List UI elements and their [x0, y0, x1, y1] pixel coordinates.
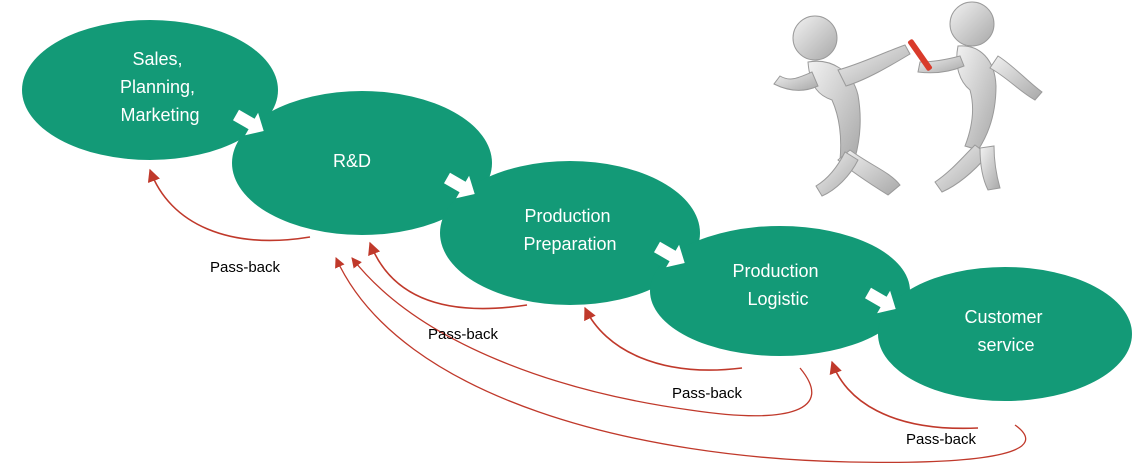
relay-baton-icon [908, 39, 932, 71]
stage-ellipse [440, 161, 700, 305]
passback-curve-logistic-to-rd-long [351, 257, 813, 417]
passback-label: Pass-back [428, 326, 499, 343]
runner-left-figure [773, 15, 911, 197]
stage-label-line: Sales, [132, 49, 182, 69]
passback-labels: Pass-back Pass-back Pass-back Pass-back [210, 259, 977, 448]
stage-ellipse [232, 91, 492, 235]
stage-ellipse [22, 20, 278, 160]
stage-label-line: Marketing [120, 105, 199, 125]
svg-text:R&D: R&D [333, 151, 371, 171]
stage-label-line: Production [732, 261, 818, 281]
forward-arrow-icon [654, 241, 685, 268]
forward-arrows [233, 109, 896, 314]
passback-curves [147, 168, 1027, 464]
stage-sales-planning-marketing: Sales, Planning, Marketing [22, 20, 278, 160]
svg-text:Customer service: Customer service [964, 307, 1047, 355]
forward-arrow-icon [233, 109, 264, 136]
stage-production-preparation: Production Preparation [440, 161, 700, 305]
passback-label: Pass-back [906, 431, 977, 448]
stage-label-line: service [977, 335, 1034, 355]
passback-label: Pass-back [672, 385, 743, 402]
stage-label-line: Planning, [120, 77, 195, 97]
passback-curve-service-to-rd-long [335, 257, 1027, 464]
svg-text:Production Preparation: Production Preparation [523, 206, 616, 254]
stage-ellipse [650, 226, 910, 356]
stage-label-line: R&D [333, 151, 371, 171]
stage-label-line: Preparation [523, 234, 616, 254]
stage-label-line: Customer [964, 307, 1042, 327]
stage-customer-service: Customer service [878, 267, 1132, 401]
stage-label-line: Production [524, 206, 610, 226]
passback-curve-rd-to-sales [147, 168, 311, 242]
svg-text:Sales, Planning, M: Sales, Planning, Marketing [120, 49, 200, 125]
passback-curve-service-to-logistic [829, 360, 979, 430]
forward-arrow-icon [865, 287, 896, 314]
stage-label-line: Logistic [747, 289, 808, 309]
stage-production-logistic: Production Logistic [650, 226, 910, 356]
runner-right-figure [917, 1, 1043, 193]
svg-text:Production Logistic: Production Logistic [732, 261, 823, 309]
stage-ellipse [878, 267, 1132, 401]
relay-runners-illustration [773, 1, 1043, 197]
passback-curve-logistic-to-prep [584, 306, 743, 371]
stage-rd: R&D [232, 91, 492, 235]
passback-curve-prep-to-rd [368, 241, 528, 310]
passback-label: Pass-back [210, 259, 281, 276]
forward-arrow-icon [444, 172, 475, 199]
